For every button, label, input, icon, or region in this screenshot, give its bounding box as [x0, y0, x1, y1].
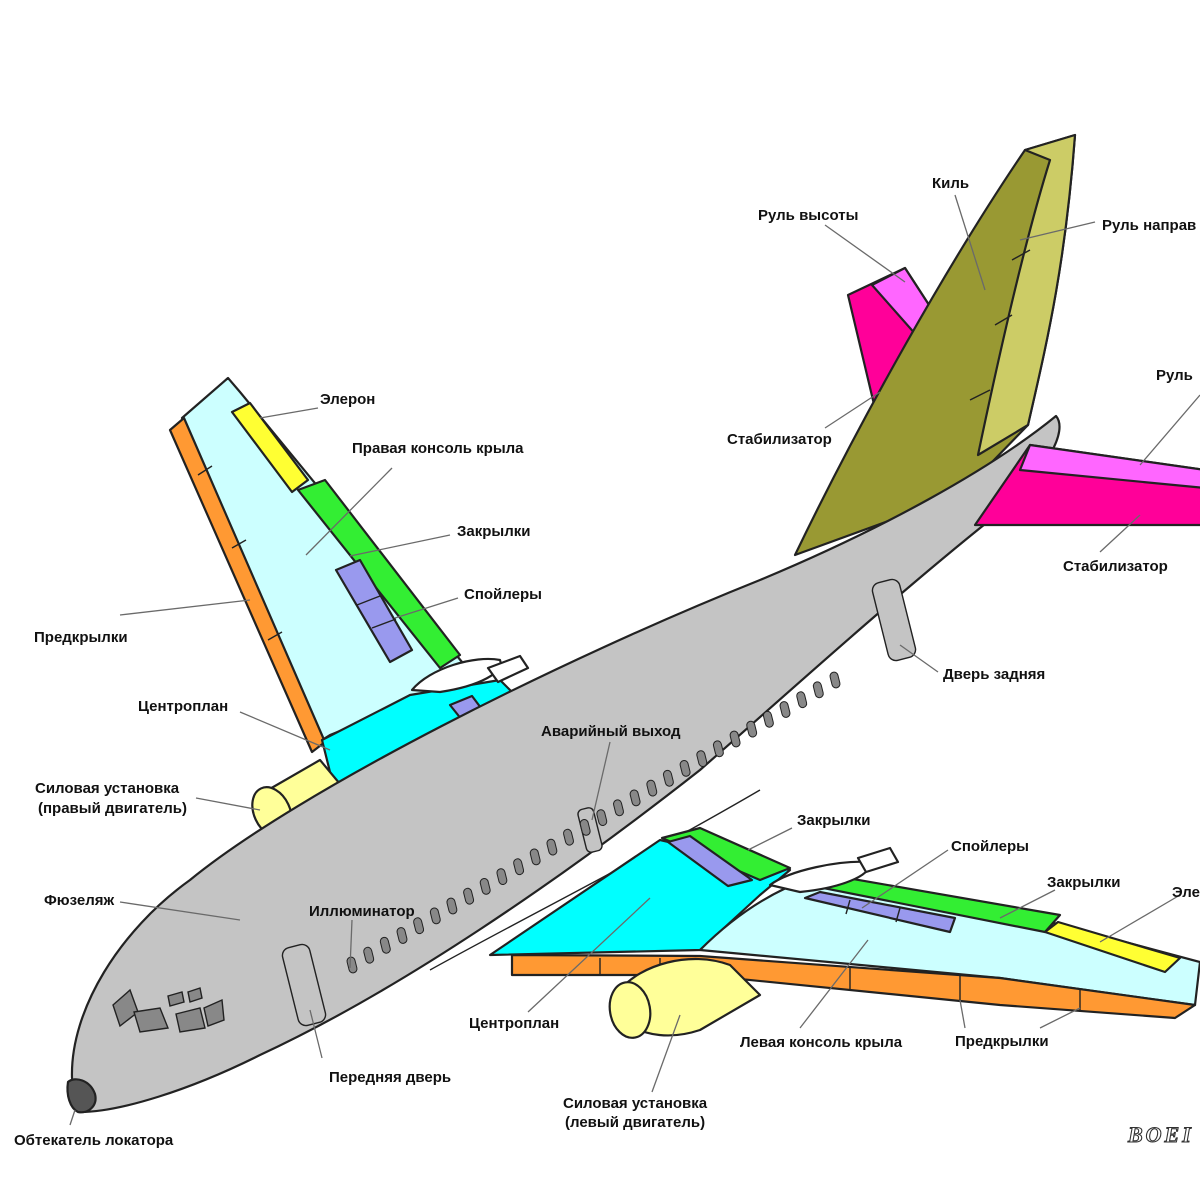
window: [479, 878, 491, 895]
label-window: Иллюминатор: [309, 903, 415, 920]
label-flaps-left-outer: Закрылки: [1047, 874, 1120, 891]
window: [779, 701, 791, 718]
windows-row: [346, 671, 841, 974]
left-spoilers-outer: [803, 890, 957, 934]
left-spoilers-inner: [666, 834, 754, 888]
rear-door: [871, 578, 917, 662]
radome: [66, 1078, 97, 1114]
right-aileron: [230, 401, 310, 494]
label-rudder: Руль направ: [1102, 217, 1196, 234]
window: [596, 809, 608, 826]
left-aileron: [1043, 920, 1182, 974]
window: [413, 917, 425, 935]
window: [696, 750, 708, 767]
labels: Киль Руль высоты Руль направ Руль Стабил…: [14, 175, 1200, 1149]
label-slats-left: Предкрылки: [955, 1033, 1049, 1050]
label-center-section-right: Центроплан: [138, 698, 228, 715]
window: [363, 946, 375, 964]
window: [579, 819, 591, 836]
window: [662, 769, 674, 787]
window: [762, 710, 774, 728]
label-stabilizer-top: Стабилизатор: [727, 431, 832, 448]
right-flap-fairing: [410, 657, 502, 694]
window: [829, 671, 841, 689]
vertical-fin: [793, 133, 1077, 557]
window: [712, 740, 724, 758]
window: [812, 681, 824, 699]
label-left-wing: Левая консоль крыла: [740, 1034, 903, 1051]
label-slats-right: Предкрылки: [34, 629, 128, 646]
label-fuselage: Фюзеляж: [44, 892, 114, 909]
window: [613, 799, 624, 817]
label-right-wing: Правая консоль крыла: [352, 440, 524, 457]
rudder: [976, 133, 1077, 457]
window: [729, 730, 741, 748]
cockpit-windows: [112, 987, 225, 1033]
right-flaps: [296, 478, 462, 670]
leader-lines: [69, 194, 1200, 1126]
window: [563, 828, 574, 846]
near-elevator: [1018, 443, 1200, 489]
left-engine: [608, 957, 762, 1039]
brand-logo: BOEI: [1127, 1122, 1194, 1147]
window: [746, 720, 758, 738]
label-spoilers-left: Спойлеры: [951, 838, 1029, 855]
label-front-door: Передняя дверь: [329, 1069, 451, 1086]
right-wing: [168, 376, 530, 800]
label-aileron: Элерон: [320, 391, 375, 408]
window: [463, 887, 475, 905]
window: [529, 848, 541, 866]
window: [629, 789, 641, 807]
label-aileron-left: Эле: [1172, 884, 1200, 901]
label-stabilizer-right: Стабилизатор: [1063, 558, 1168, 575]
window: [546, 838, 558, 856]
label-right-engine-2: (правый двигатель): [38, 800, 187, 817]
label-left-engine-1: Силовая установка: [563, 1095, 708, 1112]
window: [429, 907, 441, 925]
window: [496, 868, 508, 885]
label-right-engine-1: Силовая установка: [35, 780, 180, 797]
label-center-section-left: Центроплан: [469, 1015, 559, 1032]
window: [679, 760, 691, 777]
window: [446, 897, 458, 915]
label-emergency-exit: Аварийный выход: [541, 723, 681, 740]
label-radome: Обтекатель локатора: [14, 1132, 174, 1149]
label-spoilers-right: Спойлеры: [464, 586, 542, 603]
label-flaps-left-inner: Закрылки: [797, 812, 870, 829]
window: [796, 691, 808, 709]
label-elevator-top: Руль высоты: [758, 207, 858, 224]
near-stabilizer: [973, 443, 1200, 527]
fuselage-body: [70, 414, 1061, 1114]
window: [513, 858, 525, 876]
window: [379, 936, 391, 954]
fuselage: [66, 414, 1061, 1114]
label-rear-door: Дверь задняя: [943, 666, 1045, 683]
window: [396, 927, 408, 944]
label-rul-right: Руль: [1156, 367, 1193, 384]
label-left-engine-2: (левый двигатель): [565, 1114, 705, 1131]
left-wing: [488, 826, 1200, 1020]
label-kil: Киль: [932, 175, 969, 192]
label-flaps-right: Закрылки: [457, 523, 530, 540]
right-spoilers: [334, 558, 414, 664]
window: [646, 779, 658, 797]
